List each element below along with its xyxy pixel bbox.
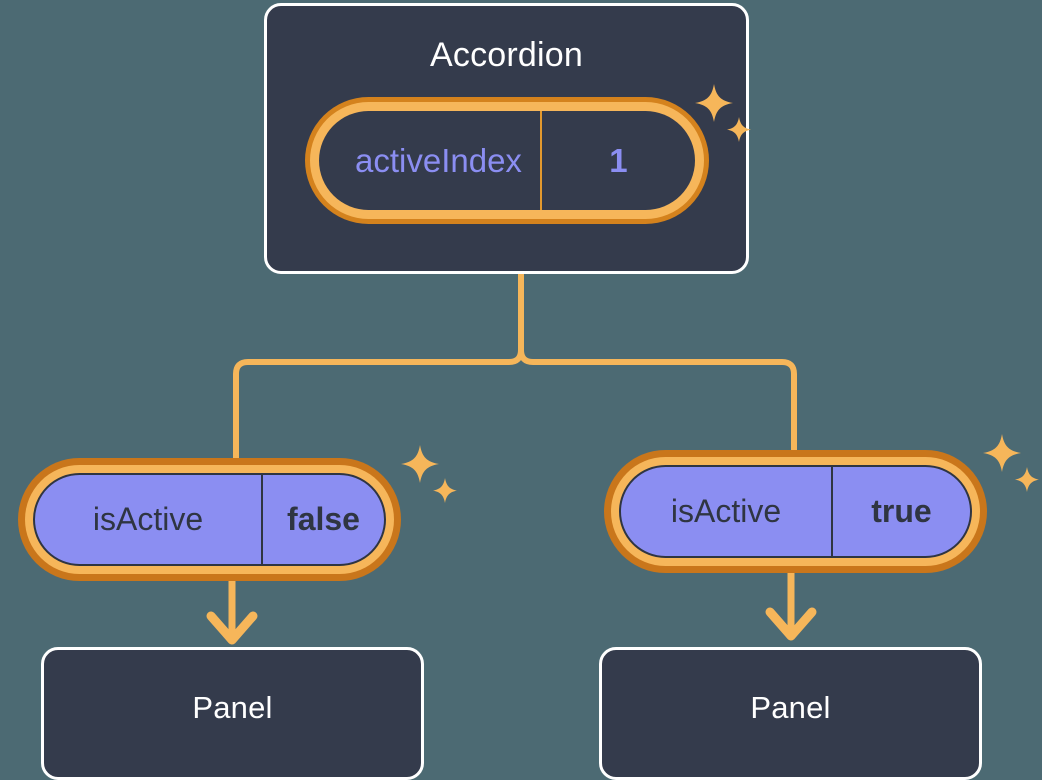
accordion-node-title: Accordion: [430, 36, 583, 74]
state-key-label: isActive: [35, 475, 263, 564]
state-value-label: false: [287, 501, 360, 537]
pill-body: isActive false: [33, 473, 386, 566]
panel-node-right[interactable]: Panel: [599, 647, 982, 780]
state-pill-active-index[interactable]: activeIndex 1: [305, 97, 709, 224]
wire-arrow-left-head: [206, 611, 258, 645]
sparkles-icon: [983, 434, 1039, 492]
sparkle-small-icon: [1015, 467, 1039, 492]
pill-body: isActive true: [619, 465, 972, 558]
sparkles-icon: [401, 445, 457, 503]
wire-trunk-split: [518, 271, 797, 455]
panel-node-left[interactable]: Panel: [41, 647, 424, 780]
state-key-label: isActive: [621, 467, 833, 556]
state-pill-is-active-right[interactable]: isActive true: [604, 450, 987, 573]
sparkle-large-icon: [983, 434, 1021, 472]
state-value-label: 1: [609, 141, 628, 179]
wire-arrow-right-head: [765, 607, 817, 641]
wire-trunk-split-left: [233, 347, 524, 463]
state-key-label: activeIndex: [319, 111, 542, 210]
panel-node-title: Panel: [750, 690, 831, 725]
sparkle-large-icon: [401, 445, 439, 483]
sparkle-small-icon: [433, 478, 457, 503]
pill-body: activeIndex 1: [319, 111, 695, 210]
panel-node-title: Panel: [192, 690, 273, 725]
state-value-label: true: [871, 493, 932, 529]
state-pill-is-active-left[interactable]: isActive false: [18, 458, 401, 581]
